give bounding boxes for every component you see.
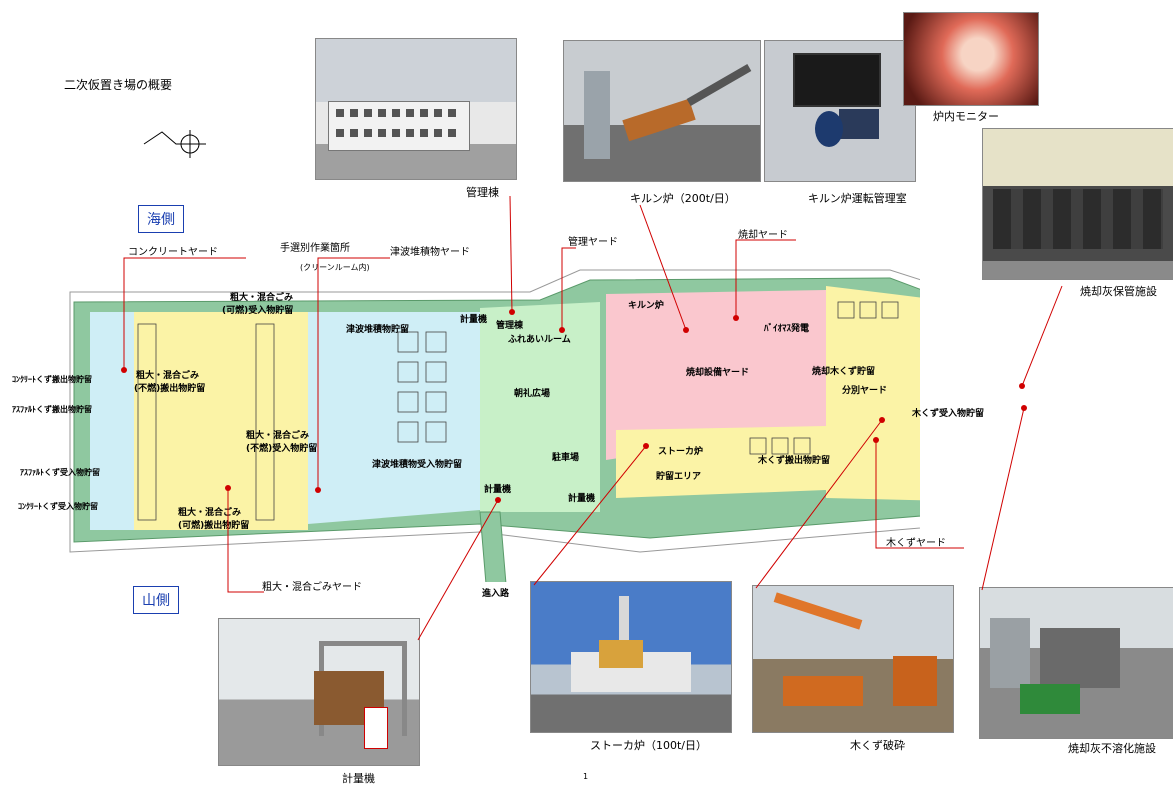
entrance-label: 進入路: [482, 589, 510, 599]
nonburn-in-label: 粗大・混合ごみ: [246, 431, 310, 441]
weighbridge-photo: [218, 618, 420, 766]
control-room-caption: キルン炉運転管理室: [808, 192, 907, 205]
mountain-side-label: 山側: [133, 586, 179, 614]
stoker-label: ストーカ炉: [658, 447, 704, 457]
site-map: [69, 269, 920, 582]
stoker-caption: ストーカ炉（100t/日）: [590, 739, 708, 752]
asphalt-out-label: ｱｽﾌｧﾙﾄくず搬出物貯留: [12, 405, 92, 414]
wood-in-label: 木くず受入物貯留: [912, 409, 985, 419]
nonburn-in-label-2: (不燃)受入物貯留: [246, 444, 318, 454]
control-room-photo: [764, 40, 916, 182]
fureai-label: ふれあいルーム: [508, 335, 571, 345]
kiln-photo: [563, 40, 761, 182]
sort-yard-label: 分別ヤード: [842, 386, 888, 396]
ash-storage-photo: [982, 128, 1173, 280]
ash-insoluble-caption: 焼却灰不溶化施設: [1068, 742, 1156, 755]
furnace-monitor-caption: 炉内モニター: [933, 110, 999, 123]
admin-building-caption: 管理棟: [466, 186, 499, 199]
furnace-monitor-photo: [903, 12, 1039, 106]
concrete-in-label: ｺﾝｸﾘｰﾄくず受入物貯留: [18, 502, 98, 511]
stoker-photo: [530, 581, 732, 733]
burn-out-label: 粗大・混合ごみ: [178, 508, 242, 518]
burn-in-label: 粗大・混合ごみ: [230, 293, 294, 303]
north-arrow-icon: [143, 130, 206, 158]
tsunami-in-label: 津波堆積物受入物貯留: [372, 460, 463, 470]
sea-side-label: 海側: [138, 205, 184, 233]
bulky-yard-label: 粗大・混合ごみヤード: [262, 582, 362, 593]
burn-out-label-2: (可燃)搬出物貯留: [178, 521, 250, 531]
weighbridge-caption: 計量機: [342, 772, 375, 785]
storage-area-label: 貯留エリア: [656, 472, 702, 482]
nonburn-out-label: 粗大・混合ごみ: [136, 371, 200, 381]
wood-yard-label: 木くずヤード: [886, 538, 946, 549]
burn-in-label-2: (可燃)受入物貯留: [222, 306, 294, 316]
parking-label: 駐車場: [552, 453, 580, 463]
tsunami-store-label: 津波堆積物貯留: [346, 325, 410, 335]
ash-storage-caption: 焼却灰保管施設: [1080, 285, 1157, 298]
wood-crush-photo: [752, 585, 954, 733]
page-title: 二次仮置き場の概要: [64, 78, 173, 92]
wood-incin-label: 焼却木くず貯留: [812, 367, 876, 377]
hand-sort-label: 手選別作業箇所: [280, 243, 350, 254]
admin-bldg-label: 管理棟: [496, 321, 524, 331]
morning-label: 朝礼広場: [514, 389, 551, 399]
asphalt-in-label: ｱｽﾌｧﾙﾄくず受入物貯留: [20, 468, 100, 477]
concrete-yard-label: コンクリートヤード: [128, 247, 218, 258]
scale1-label: 計量機: [460, 315, 488, 325]
incin-yard-label: 焼却ヤード: [738, 230, 788, 241]
nonburn-out-label-2: (不燃)搬出物貯留: [134, 384, 206, 394]
wood-crush-caption: 木くず破砕: [850, 739, 905, 752]
kiln-label: キルン炉: [628, 301, 664, 311]
admin-yard-label: 管理ヤード: [568, 237, 618, 248]
scale2-label: 計量機: [484, 485, 512, 495]
scale3-label: 計量機: [568, 494, 596, 504]
wood-out-label: 木くず搬出物貯留: [758, 456, 831, 466]
biomass-label: ﾊﾞｲｵﾏｽ発電: [764, 324, 810, 334]
tsunami-yard-label: 津波堆積物ヤード: [390, 247, 470, 258]
clean-room-label: (クリーンルーム内): [300, 263, 370, 272]
concrete-out-label: ｺﾝｸﾘｰﾄくず搬出物貯留: [12, 375, 92, 384]
page-number: 1: [583, 772, 589, 781]
ash-insoluble-photo: [979, 587, 1173, 739]
kiln-caption: キルン炉（200t/日）: [630, 192, 736, 205]
incin-yard-map-label: 焼却設備ヤード: [686, 368, 750, 378]
admin-building-photo: [315, 38, 517, 180]
